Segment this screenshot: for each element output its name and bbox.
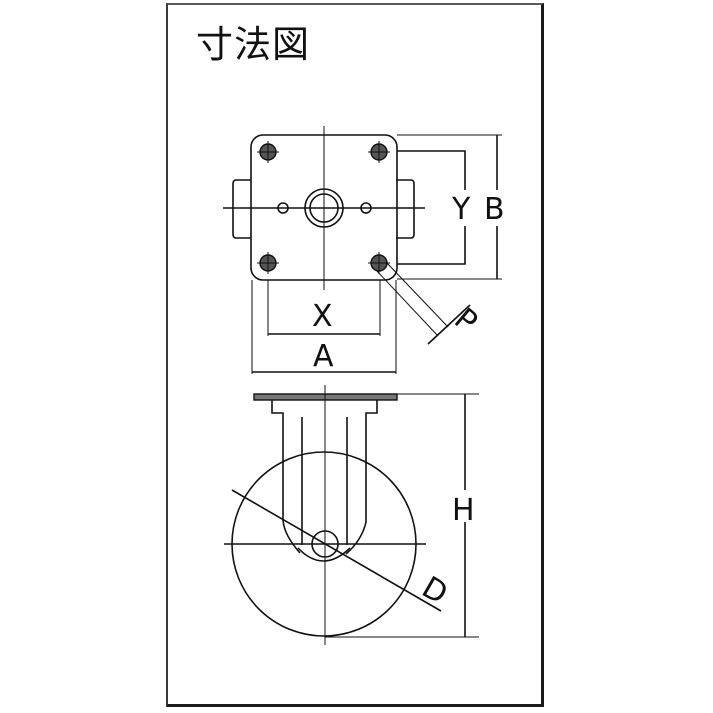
left-tab <box>232 179 251 239</box>
bracket-right <box>345 400 378 555</box>
bolt-hole-tl <box>257 141 279 163</box>
center-boss <box>304 188 344 228</box>
top-view: Y B X A P <box>223 126 505 374</box>
bolt-hole-bl <box>257 252 279 274</box>
bracket-left <box>271 400 301 554</box>
label-x: X <box>312 299 333 334</box>
label-y: Y <box>451 192 471 227</box>
small-hole-right <box>360 202 372 214</box>
bolt-hole-tr <box>368 141 390 163</box>
small-hole-left <box>277 202 289 214</box>
drawing-title: 寸法図 <box>196 23 310 66</box>
drawing-frame <box>166 3 544 707</box>
label-h: H <box>452 493 475 528</box>
label-d: D <box>416 570 454 612</box>
label-a: A <box>313 339 334 374</box>
right-tab <box>396 179 415 239</box>
label-b: B <box>484 192 505 227</box>
side-view: D H <box>224 385 479 645</box>
label-p: P <box>447 302 483 340</box>
